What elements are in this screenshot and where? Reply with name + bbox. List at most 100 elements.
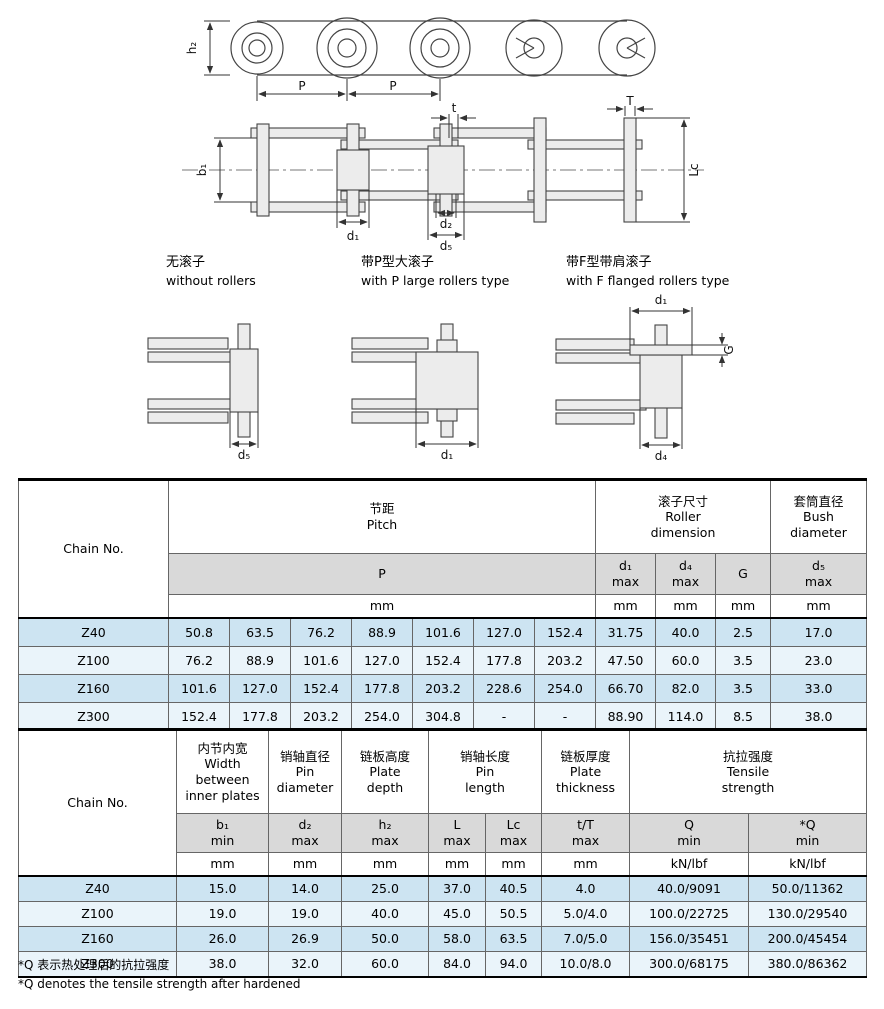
t2-qmin-hardened-header: *Q min: [748, 813, 868, 853]
footnote-en: *Q denotes the tensile strength after ha…: [18, 976, 301, 991]
pitch-cell: 177.8: [351, 674, 413, 703]
pitch-cell: -: [473, 702, 535, 732]
t1-chain-no-header: Chain No.: [18, 479, 169, 619]
variant-en-text: with P large rollers type: [361, 273, 510, 289]
lc-cell: 50.5: [484, 901, 543, 927]
d4max-cell: 114.0: [655, 702, 716, 732]
g-cell: 3.5: [714, 674, 772, 703]
d5max-cell: 23.0: [770, 646, 868, 675]
pitch-cell: 101.6: [290, 646, 352, 675]
t2-h2max-header: h₂ max: [341, 813, 429, 853]
dimension-table-wrapper: Chain No. 内节内宽 Width between inner plate…: [18, 728, 868, 978]
d2-cell: 32.0: [268, 951, 342, 978]
d2-cell: 19.0: [268, 901, 342, 927]
variant-en-text: with F flanged rollers type: [566, 273, 730, 289]
h2-cell: 60.0: [341, 951, 429, 978]
pitch-cell: 203.2: [290, 702, 352, 732]
d1max-cell: 47.50: [595, 646, 656, 675]
t2-qmin-header: Q min: [629, 813, 750, 853]
chain-no-cell: Z160: [18, 674, 169, 703]
table-row: Z40 50.8 63.5 76.2 88.9 101.6 127.0 152.…: [18, 617, 868, 647]
variant-en-text: without rollers: [166, 273, 256, 289]
dim-d4-label: d₄: [655, 449, 668, 463]
g-cell: 2.5: [714, 617, 772, 647]
table-row: Z160 26.0 26.9 50.0 58.0 63.5 7.0/5.0 15…: [18, 926, 868, 952]
t2-ttmax-header: t/T max: [541, 813, 631, 853]
dimension-strength-table: Chain No. 内节内宽 Width between inner plate…: [18, 728, 868, 978]
dim-p-label: P: [298, 79, 305, 93]
pitch-cell: 76.2: [168, 646, 230, 675]
t1-unit-mm: mm: [595, 594, 656, 619]
t2-chain-no-header: Chain No.: [18, 729, 177, 877]
t1-unit-mm: mm: [770, 594, 868, 619]
d4max-cell: 82.0: [655, 674, 716, 703]
b1-cell: 38.0: [176, 951, 269, 978]
t1-unit-mm: mm: [655, 594, 716, 619]
d4max-cell: 60.0: [655, 646, 716, 675]
pitch-cell: 152.4: [412, 646, 474, 675]
pitch-cell: 101.6: [412, 617, 474, 647]
t1-roller-group-header: 滚子尺寸 Roller dimension: [594, 479, 772, 554]
b1-cell: 19.0: [176, 901, 269, 927]
t1-p-header: P: [168, 553, 596, 595]
t2-unit-mm: mm: [176, 852, 269, 877]
chain-side-view-drawing: h₂ P P: [185, 17, 656, 101]
q-hardened-cell: 50.0/11362: [748, 875, 868, 902]
dim-d2-label: d₂: [440, 217, 453, 231]
q-cell: 156.0/35451: [629, 926, 750, 952]
t2-unit-mm: mm: [541, 852, 631, 877]
t2-plate-depth-group-header: 链板高度 Plate depth: [341, 729, 429, 814]
lc-cell: 40.5: [484, 875, 543, 902]
l-cell: 37.0: [428, 875, 486, 902]
d1max-cell: 66.70: [595, 674, 656, 703]
pitch-cell: 177.8: [473, 646, 535, 675]
variant-label-p-rollers: 带P型大滚子 with P large rollers type: [361, 254, 509, 290]
d4max-cell: 40.0: [655, 617, 716, 647]
dim-b1-label: b₁: [195, 164, 209, 177]
q-cell: 40.0/9091: [629, 875, 750, 902]
l-cell: 45.0: [428, 901, 486, 927]
chain-no-cell: Z40: [18, 617, 169, 647]
t2-unit-mm: mm: [484, 852, 543, 877]
chain-no-cell: Z100: [18, 646, 169, 675]
d5max-cell: 17.0: [770, 617, 868, 647]
h2-cell: 40.0: [341, 901, 429, 927]
h2-cell: 50.0: [341, 926, 429, 952]
pitch-table-wrapper: Chain No. 节距 Pitch 滚子尺寸 Roller dimension…: [18, 478, 868, 732]
lc-cell: 94.0: [484, 951, 543, 978]
tt-cell: 5.0/4.0: [541, 901, 631, 927]
q-cell: 300.0/68175: [629, 951, 750, 978]
pitch-cell: 88.9: [229, 646, 291, 675]
l-cell: 84.0: [428, 951, 486, 978]
h2-cell: 25.0: [341, 875, 429, 902]
lc-cell: 63.5: [484, 926, 543, 952]
footnote-cn: *Q 表示热处理后的抗拉强度: [18, 958, 170, 972]
b1-cell: 15.0: [176, 875, 269, 902]
chain-no-cell: Z300: [18, 702, 169, 732]
dim-d1-label: d₁: [655, 293, 668, 307]
pitch-cell: 177.8: [229, 702, 291, 732]
table-row: Z160 101.6 127.0 152.4 177.8 203.2 228.6…: [18, 674, 868, 703]
q-hardened-cell: 200.0/45454: [748, 926, 868, 952]
pitch-cell: 304.8: [412, 702, 474, 732]
dim-h2-label: h₂: [185, 42, 199, 55]
pitch-cell: 76.2: [290, 617, 352, 647]
variant-cn-text: 无滚子: [166, 255, 206, 270]
pitch-cell: 152.4: [534, 617, 596, 647]
q-cell: 100.0/22725: [629, 901, 750, 927]
table-row: Z40 15.0 14.0 25.0 37.0 40.5 4.0 40.0/90…: [18, 875, 868, 902]
t2-pin-length-group-header: 销轴长度 Pin length: [427, 729, 543, 814]
table-row: Z300 38.0 32.0 60.0 84.0 94.0 10.0/8.0 3…: [18, 951, 868, 978]
dim-d5-label: d₅: [440, 239, 453, 253]
variant-cn-text: 带F型带肩滚子: [566, 255, 652, 270]
t1-d1max-header: d₁ max: [595, 553, 656, 595]
pitch-cell: -: [534, 702, 596, 732]
t1-bush-group-header: 套筒直径 Bush diameter: [770, 479, 868, 554]
t2-unit-mm: mm: [341, 852, 429, 877]
p-large-roller-drawing: d₁: [351, 323, 479, 462]
t1-g-header: G: [714, 553, 772, 595]
f-flanged-roller-drawing: d₁ d₄ G: [555, 293, 736, 463]
pitch-cell: 152.4: [168, 702, 230, 732]
dim-t-label: t: [452, 101, 457, 115]
t2-tensile-group-header: 抗拉强度 Tensile strength: [629, 729, 868, 814]
